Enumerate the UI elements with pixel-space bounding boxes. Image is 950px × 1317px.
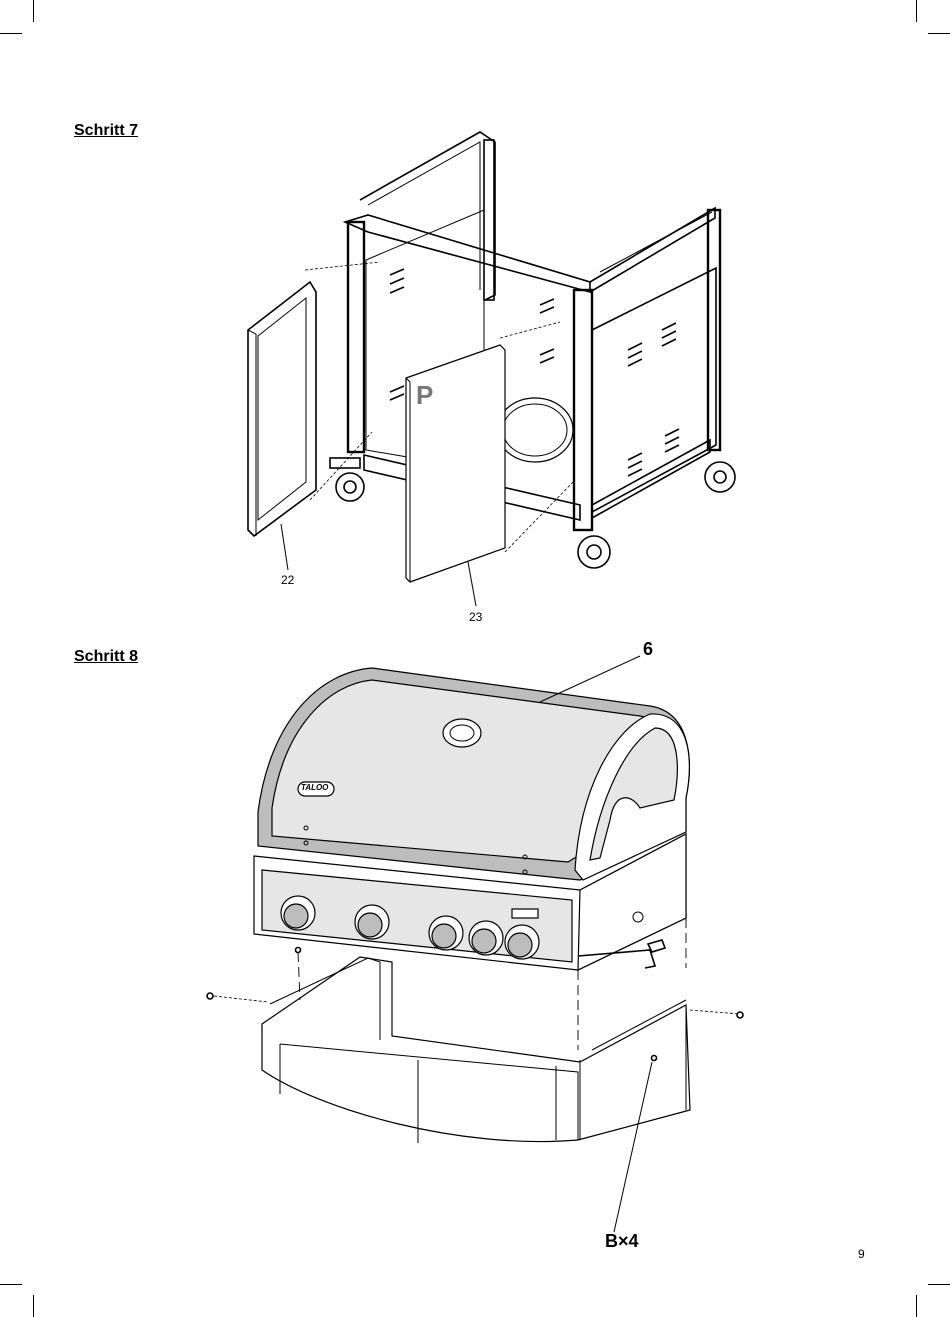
cart-top	[262, 957, 690, 1143]
callout-b-x4: B×4	[605, 1231, 639, 1252]
thermometer	[443, 719, 481, 747]
logo-text: TALOO	[301, 783, 328, 792]
page-number: 9	[858, 1247, 865, 1261]
callout-6: 6	[643, 639, 653, 660]
grill-lid	[258, 668, 689, 880]
